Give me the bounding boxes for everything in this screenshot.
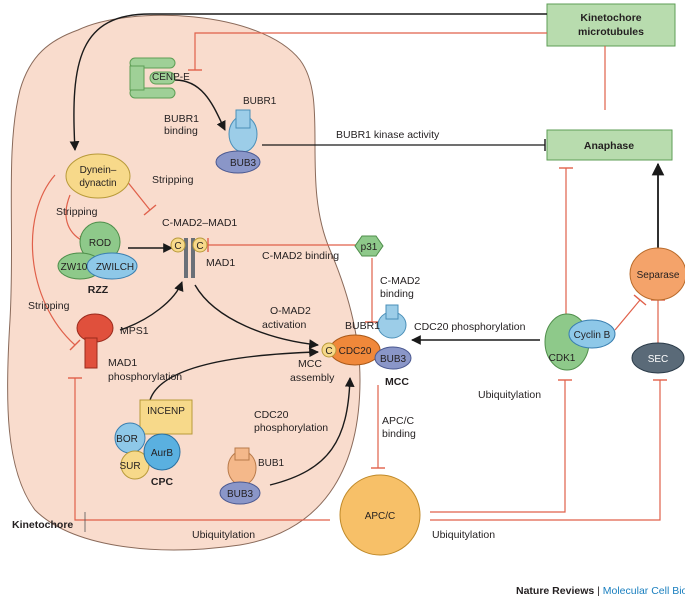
svg-text:C-MAD2: C-MAD2 [380,275,420,287]
svg-text:C: C [174,241,181,252]
kinetochore-region [7,14,361,551]
cdk1-cyclin-b-node: CDK1 Cyclin B [544,313,616,371]
svg-text:CDK1: CDK1 [549,353,576,364]
svg-text:ZW10: ZW10 [61,262,88,273]
svg-text:MAD1: MAD1 [206,257,235,269]
svg-text:C-MAD2 binding: C-MAD2 binding [262,250,339,262]
sec-node: SEC [631,342,685,374]
svg-text:SEC: SEC [648,354,669,365]
dynein-dynactin-node: Dynein– dynactin [65,153,131,199]
svg-text:binding: binding [164,125,198,137]
svg-text:p31: p31 [361,242,378,253]
svg-text:binding: binding [382,428,416,440]
footer-credit: Nature Reviews | Molecular Cell Biology [516,585,685,597]
anaphase-label: Anaphase [584,140,634,152]
svg-text:CDC20: CDC20 [254,409,289,421]
kinetochore-microtubules-label-2: microtubules [578,26,644,38]
svg-text:ROD: ROD [89,238,111,249]
mcc-complex-node: C CDC20 BUB3 BUBR1 MCC [321,304,412,388]
svg-text:BUB3: BUB3 [227,489,254,500]
svg-text:CDC20: CDC20 [339,346,372,357]
kinetochore-label: Kinetochore [12,519,73,531]
svg-text:APC/C: APC/C [382,415,415,427]
cenp-e-node: CENP-E [129,57,190,99]
svg-text:binding: binding [380,288,414,300]
edge-cenpe-bubr1-binding [174,79,226,131]
svg-text:BUB1: BUB1 [258,458,285,469]
svg-text:BOR: BOR [116,434,138,445]
svg-text:dynactin: dynactin [79,178,116,189]
svg-text:Ubiquitylation: Ubiquitylation [192,529,255,541]
bub1-bub3-node: BUB1 BUB3 [219,447,285,505]
svg-text:APC/C: APC/C [365,511,396,522]
p31-node: p31 [354,235,384,257]
svg-text:MCC: MCC [385,376,409,388]
svg-text:phosphorylation: phosphorylation [254,422,328,434]
svg-text:Separase: Separase [637,270,680,281]
svg-text:BUB3: BUB3 [380,354,407,365]
c-mad2-mad1-node: C-MAD2–MAD1 C C MAD1 [162,217,237,278]
svg-text:C: C [196,241,203,252]
anaphase-box: Anaphase [546,129,673,161]
svg-text:CENP-E: CENP-E [152,72,190,83]
rzz-complex-node: ROD ZW10 ZWILCH RZZ [57,221,138,296]
svg-text:Ubiquitylation: Ubiquitylation [432,529,495,541]
svg-text:SUR: SUR [119,461,140,472]
svg-text:assembly: assembly [290,372,335,384]
svg-text:MPS1: MPS1 [120,325,149,337]
svg-text:Cyclin B: Cyclin B [574,330,611,341]
svg-text:phosphorylation: phosphorylation [108,371,182,383]
kinetochore-microtubules-label-1: Kinetochore [580,12,641,24]
svg-text:activation: activation [262,319,307,331]
edge-microtubules-to-dynein [69,13,547,151]
kinetochore-microtubules-box: Kinetochore microtubules [546,3,676,47]
svg-text:CDC20 phosphorylation: CDC20 phosphorylation [414,321,526,333]
svg-text:O-MAD2: O-MAD2 [270,305,311,317]
svg-text:Stripping: Stripping [152,174,194,186]
svg-text:BUBR1 kinase activity: BUBR1 kinase activity [336,129,440,141]
svg-text:ZWILCH: ZWILCH [96,262,134,273]
svg-text:Dynein–: Dynein– [80,165,117,176]
cpc-complex-node: INCENP BOR AurB SUR CPC [114,399,193,488]
svg-text:CPC: CPC [151,476,174,488]
svg-text:BUB3: BUB3 [230,158,257,169]
svg-text:MCC: MCC [298,358,322,370]
svg-text:C: C [325,346,332,357]
mps1-node: MPS1 [76,313,149,369]
svg-text:Ubiquitylation: Ubiquitylation [478,389,541,401]
svg-text:C-MAD2–MAD1: C-MAD2–MAD1 [162,217,237,229]
svg-text:Stripping: Stripping [28,300,70,312]
svg-text:BUBR1: BUBR1 [164,113,199,125]
svg-text:Stripping: Stripping [56,206,98,218]
apc-c-node: APC/C [339,474,421,556]
svg-text:RZZ: RZZ [88,284,109,296]
svg-text:AurB: AurB [151,448,174,459]
edge-microtubules-inhibit-cenpe [194,32,547,70]
svg-text:BUBR1: BUBR1 [345,320,380,332]
svg-text:INCENP: INCENP [147,406,185,417]
separase-node: Separase [629,247,685,301]
svg-text:BUBR1: BUBR1 [243,96,277,107]
svg-text:MAD1: MAD1 [108,357,137,369]
bubr1-bub3-top-node: BUB3 BUBR1 [215,96,277,174]
